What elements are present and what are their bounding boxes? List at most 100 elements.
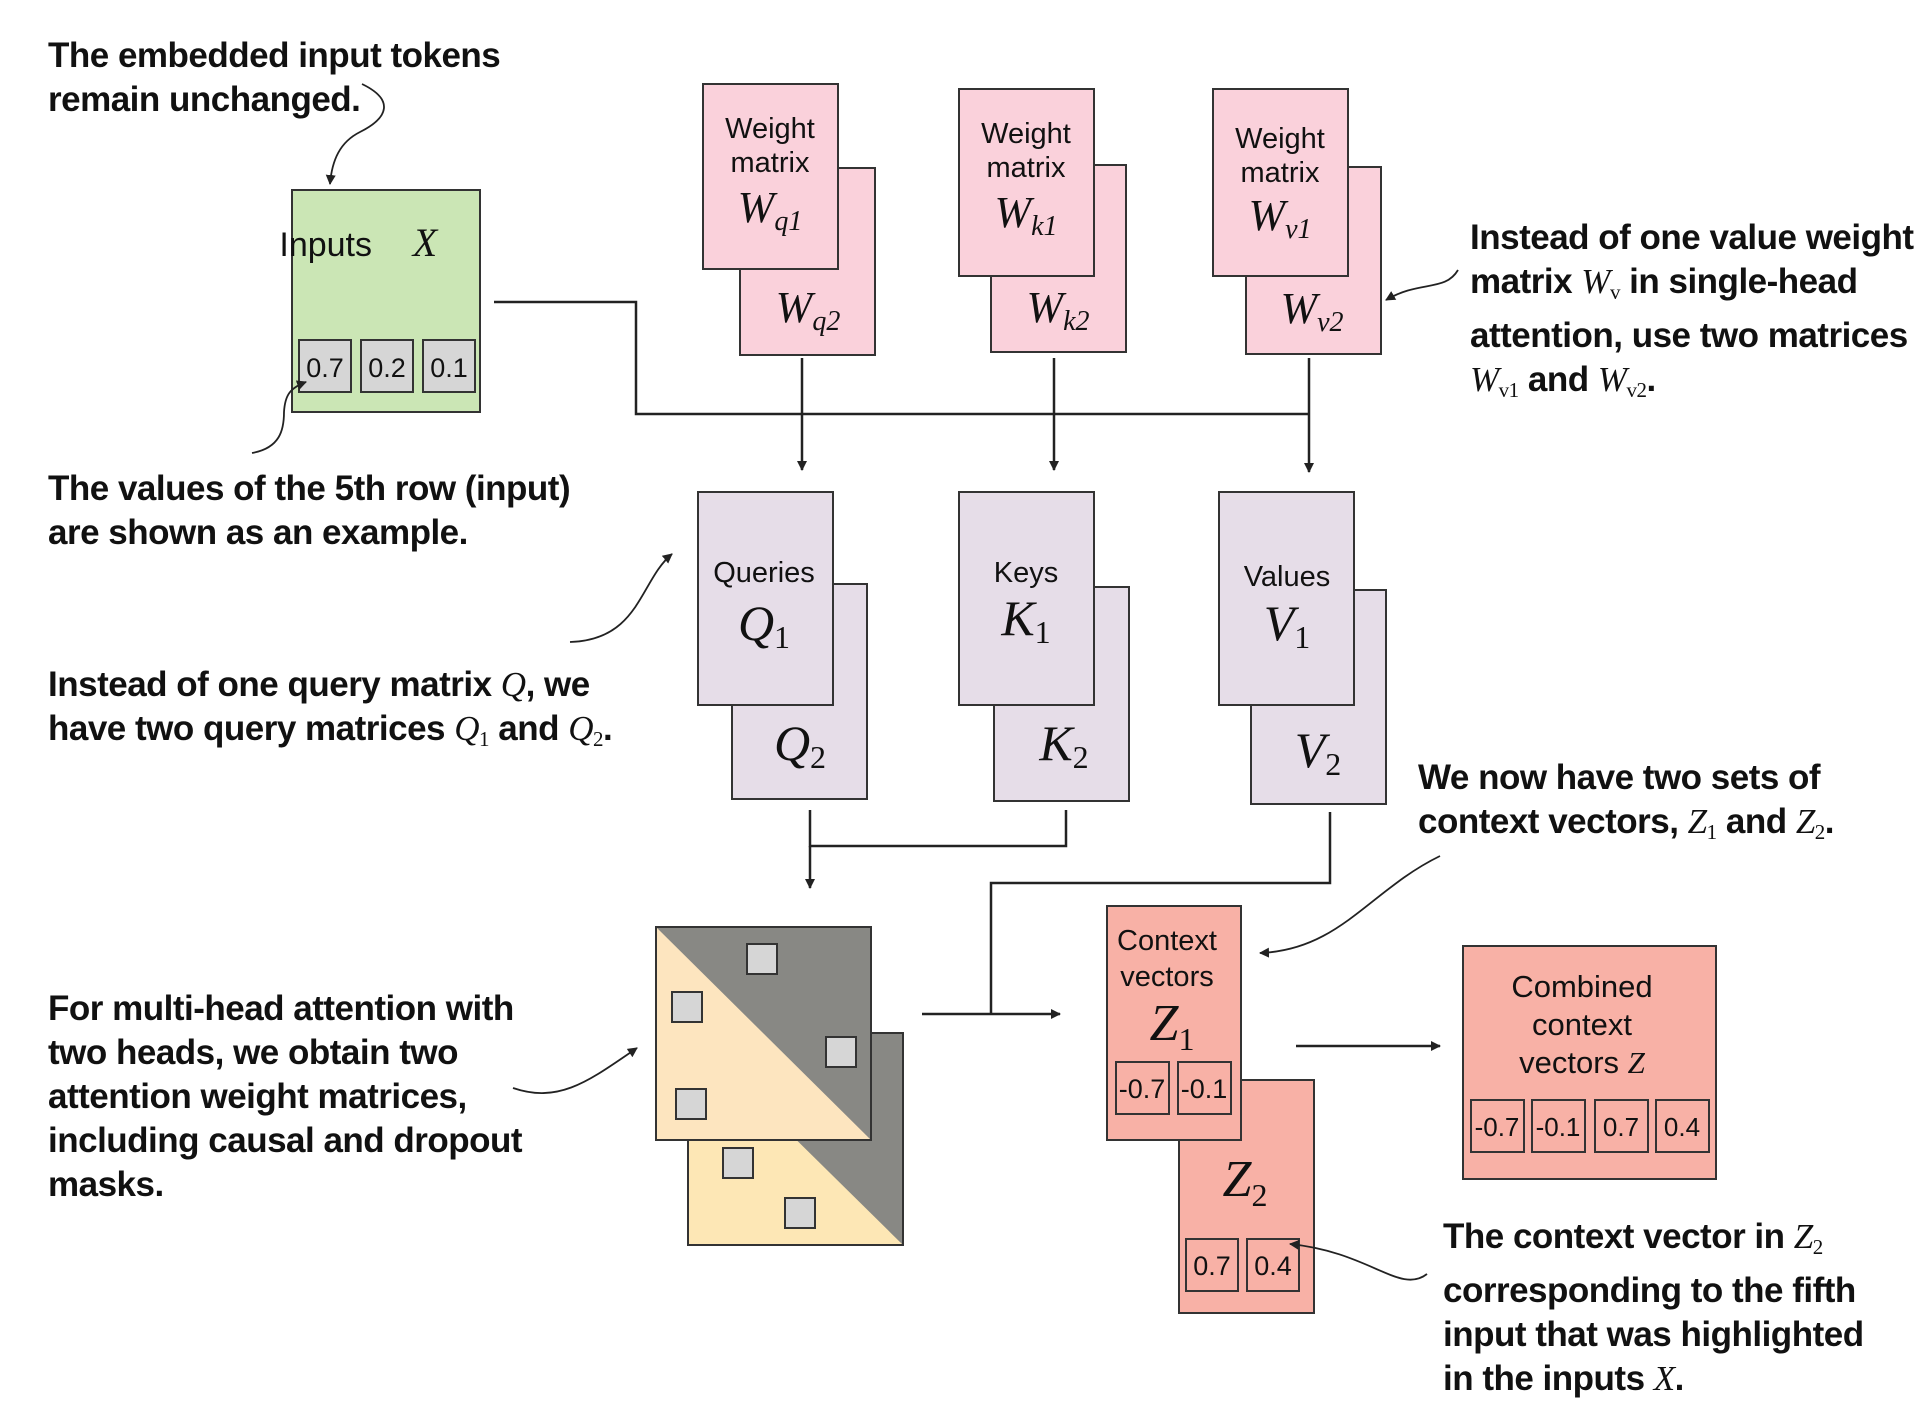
queries-q1-card — [697, 491, 834, 706]
values-block: V2 Values V1 — [1218, 491, 1387, 805]
annotation-embedded-line2: remain unchanged. — [48, 80, 361, 119]
annotation-context-z2-line1: The context vector in Z2 — [1443, 1217, 1823, 1259]
input-value-2: 0.2 — [368, 353, 406, 383]
annotation-query-line1: Instead of one query matrix Q, we — [48, 665, 590, 704]
callout-two-sets-curve — [1259, 855, 1441, 958]
combined-value-3: 0.7 — [1603, 1112, 1639, 1142]
weight-v2-symbol: Wv2 — [1280, 284, 1343, 338]
combined-line3: vectors Z — [1519, 1045, 1646, 1080]
qkv-connectors — [805, 810, 1441, 1051]
weight-matrix-v: Wv2 Weight matrix Wv1 — [1212, 88, 1382, 355]
z1-value-2: -0.1 — [1181, 1074, 1228, 1104]
annotation-two-sets-line1: We now have two sets of — [1418, 758, 1821, 797]
weight-q1-line2: matrix — [731, 147, 810, 179]
combined-line2: context — [1532, 1007, 1632, 1042]
annotation-value-weight-line3: attention, use two matrices — [1470, 316, 1908, 355]
annotation-multihead-line4: including causal and dropout — [48, 1121, 523, 1160]
z2-value-1: 0.7 — [1193, 1251, 1231, 1281]
callout-value-weight-curve — [1385, 269, 1459, 301]
weight-q1-symbol: Wq1 — [738, 183, 803, 237]
annotation-value-weight: Instead of one value weight matrix Wv in… — [1470, 216, 1914, 412]
context-z1-line1: Context — [1117, 925, 1217, 957]
z2-cell-1 — [1185, 1238, 1239, 1292]
keys-k2-symbol: K2 — [1038, 715, 1088, 775]
weight-q1-line1: Weight — [725, 113, 815, 145]
z1-value-1: -0.7 — [1119, 1074, 1166, 1104]
annotation-multihead-line3: attention weight matrices, — [48, 1077, 467, 1116]
weight-v1-line1: Weight — [1235, 123, 1325, 155]
queries-q1-symbol: Q1 — [738, 595, 790, 655]
values-label: Values — [1244, 561, 1331, 593]
input-value-3: 0.1 — [430, 353, 468, 383]
annotation-two-sets: We now have two sets of context vectors,… — [1418, 756, 1835, 854]
attention-back-cell — [784, 1197, 816, 1229]
values-v1-symbol: V1 — [1264, 595, 1311, 655]
annotation-multihead-line1: For multi-head attention with — [48, 989, 514, 1028]
input-connectors — [494, 300, 1314, 473]
combined-cell-2 — [1531, 1099, 1586, 1153]
annotation-embedded-inputs: The embedded input tokens remain unchang… — [48, 34, 501, 122]
callout-multihead-curve — [512, 1047, 638, 1094]
context-z1-block: Context vectors Z1 -0.7 -0.1 — [1106, 905, 1242, 1141]
annotation-value-weight-line2: matrix Wv in single-head — [1470, 262, 1858, 304]
combined-context-block: Combined context vectors Z -0.7 -0.1 0.7… — [1462, 945, 1717, 1180]
context-z1-symbol: Z1 — [1150, 995, 1195, 1057]
queries-q2-symbol: Q2 — [774, 715, 826, 775]
callout-embedded-curve — [325, 83, 385, 185]
annotation-embedded-line1: The embedded input tokens — [48, 36, 501, 75]
input-value-1: 0.7 — [306, 353, 344, 383]
combined-value-2: -0.1 — [1536, 1112, 1581, 1142]
weight-k1-line2: matrix — [987, 152, 1066, 184]
input-cell-2 — [360, 339, 414, 393]
annotation-multihead: For multi-head attention with two heads,… — [48, 987, 523, 1207]
annotation-multihead-line2: two heads, we obtain two — [48, 1033, 458, 1072]
weight-k1-card — [958, 88, 1095, 277]
annotation-value-weight-line4: Wv1 and Wv2. — [1470, 360, 1656, 402]
queries-label: Queries — [713, 557, 815, 589]
attention-front-cell — [825, 1036, 857, 1068]
combined-cell-4 — [1655, 1099, 1710, 1153]
inputs-label: Inputs — [279, 226, 372, 264]
combined-cell-3 — [1594, 1099, 1649, 1153]
weight-v1-line2: matrix — [1241, 157, 1320, 189]
inputs-block: Inputs X 0.7 0.2 0.1 — [279, 189, 481, 413]
annotation-context-z2-line4: in the inputs X. — [1443, 1359, 1684, 1398]
weight-q1-card — [702, 83, 839, 270]
keys-k1-card — [958, 491, 1095, 706]
callout-query-curve — [569, 553, 673, 643]
combined-value-4: 0.4 — [1664, 1112, 1700, 1142]
context-z2-symbol: Z2 — [1223, 1151, 1268, 1213]
attention-front-cell — [746, 943, 778, 975]
weight-k2-symbol: Wk2 — [1026, 283, 1089, 337]
input-to-bus-line — [494, 300, 1308, 416]
inputs-symbol: X — [411, 220, 439, 265]
annotation-value-weight-line1: Instead of one value weight — [1470, 218, 1914, 257]
values-v2-symbol: V2 — [1295, 722, 1342, 782]
qk-join-line — [808, 810, 1068, 848]
input-cell-1 — [298, 339, 352, 393]
callout-context-z2-curve — [1289, 1239, 1428, 1281]
weight-matrix-q: Wq2 Weight matrix Wq1 — [702, 83, 876, 356]
annotation-context-z2-line2: corresponding to the fifth — [1443, 1271, 1856, 1310]
attention-front-cell — [671, 991, 703, 1023]
combined-value-1: -0.7 — [1475, 1112, 1520, 1142]
annotation-multihead-line5: masks. — [48, 1165, 164, 1204]
annotation-query-matrices: Instead of one query matrix Q, we have t… — [48, 663, 613, 761]
keys-label: Keys — [994, 557, 1058, 589]
z1-cell-2 — [1177, 1061, 1232, 1115]
annotation-context-z2-line3: input that was highlighted — [1443, 1315, 1864, 1354]
weight-v1-symbol: Wv1 — [1248, 191, 1311, 245]
weight-matrix-k: Wk2 Weight matrix Wk1 — [958, 88, 1127, 353]
annotation-context-z2: The context vector in Z2 corresponding t… — [1443, 1215, 1864, 1401]
annotation-query-line2: have two query matrices Q1 and Q2. — [48, 709, 613, 751]
keys-block: K2 Keys K1 — [958, 491, 1130, 802]
weight-k1-symbol: Wk1 — [994, 188, 1057, 242]
weight-q2-symbol: Wq2 — [776, 283, 841, 337]
combined-cell-1 — [1470, 1099, 1525, 1153]
annotation-fifth-row-line2: are shown as an example. — [48, 513, 468, 552]
keys-k1-symbol: K1 — [1000, 590, 1050, 650]
attention-weight-matrices — [655, 926, 904, 1246]
z1-cell-1 — [1115, 1061, 1170, 1115]
context-z1-line2: vectors — [1120, 961, 1213, 993]
